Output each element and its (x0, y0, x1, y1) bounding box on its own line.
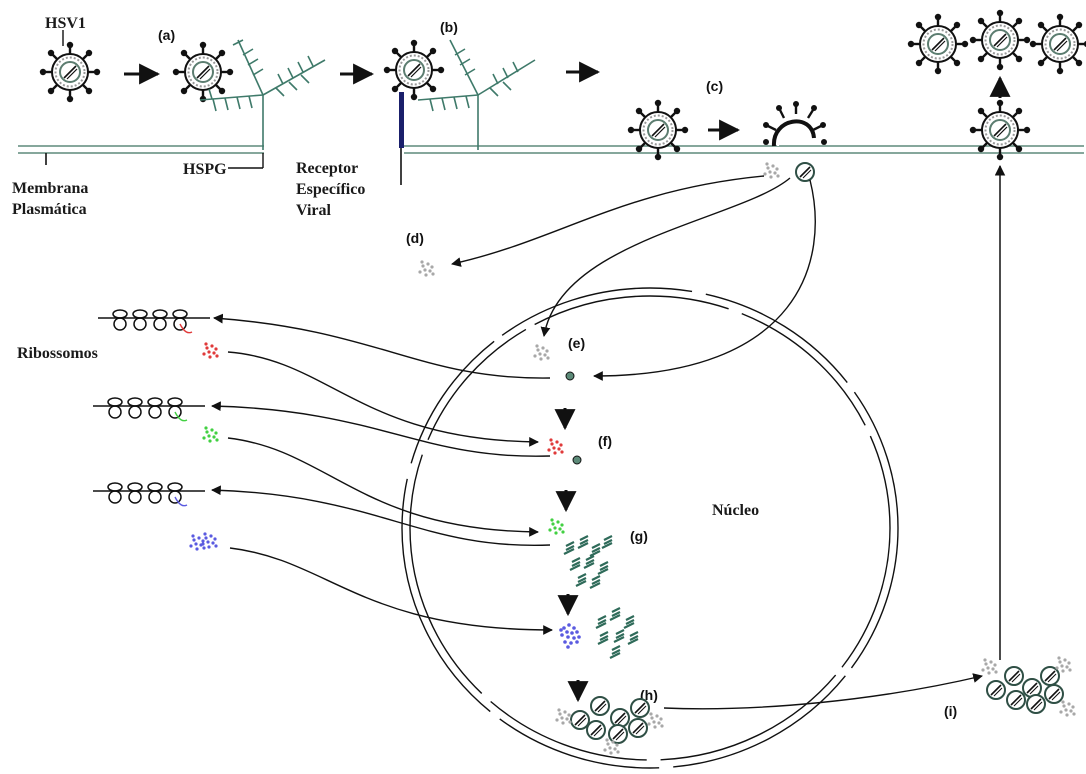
open-envelope (763, 101, 827, 146)
nucleus-label: Núcleo (712, 502, 759, 519)
proteins-blue-nucleus (559, 623, 581, 649)
receptor-label-line1: Receptor (296, 160, 358, 177)
proteins-blue (189, 532, 217, 550)
ribosomes-early (93, 398, 205, 418)
virion-fusing (628, 100, 688, 160)
arrow-capsid-to-nucleus (594, 180, 815, 376)
ribosomes-late (93, 483, 205, 503)
arrow-to-d (452, 176, 764, 264)
step-e-label: (e) (568, 335, 585, 351)
virion-free (40, 42, 100, 102)
arrow-tegument-to-nucleus (544, 178, 790, 336)
step-a-label: (a) (158, 27, 175, 43)
tegument-cytoplasm (418, 260, 434, 276)
plasma-membrane-left (18, 146, 264, 153)
virion-budding (970, 100, 1030, 160)
step-f-label: (f) (598, 433, 612, 449)
hspg-proteoglycan-b (418, 40, 535, 150)
arrow-mrna-early (212, 406, 550, 456)
hsv1-label: HSV1 (45, 15, 86, 32)
step-d-label: (d) (406, 230, 424, 246)
ribosomes-label: Ribossomos (17, 345, 98, 362)
arrow-to-i (664, 676, 982, 709)
membrane-label-line2: Plasmática (12, 201, 87, 218)
step-g-label: (g) (630, 528, 648, 544)
receptor-label-line2: Específico (296, 181, 365, 198)
arrow-protein-blue (230, 548, 552, 630)
receptor-label-line3: Viral (296, 202, 332, 219)
virion-bound-receptor (384, 40, 444, 100)
viral-dna-replicated-h (596, 608, 638, 658)
ribosomes-immediate-early (98, 310, 210, 330)
virion-released-3 (1030, 14, 1086, 74)
capsid-released (796, 163, 814, 181)
step-i-label: (i) (944, 703, 957, 719)
arrow-protein-red (228, 352, 538, 442)
tegument-released (763, 162, 779, 178)
hspg-label: HSPG (183, 161, 227, 178)
viral-receptor (399, 92, 404, 148)
proteins-green (202, 426, 218, 442)
viral-dna-replicated-g (564, 536, 612, 588)
proteins-red-nucleus (547, 438, 563, 454)
nucleocapsids-assembled (571, 697, 649, 743)
nucleocapsids-cytoplasm (987, 667, 1063, 713)
step-c-label: (c) (706, 78, 723, 94)
virion-released-2 (970, 10, 1030, 70)
proteins-red (202, 342, 218, 358)
membrane-label-line1: Membrana (12, 180, 88, 197)
tegument-nucleus (533, 344, 549, 360)
virion-attached-hspg (173, 42, 233, 102)
step-b-label: (b) (440, 19, 458, 35)
proteins-green-nucleus (548, 518, 564, 534)
arrow-mrna-late (212, 490, 550, 545)
virion-released-1 (908, 14, 968, 74)
